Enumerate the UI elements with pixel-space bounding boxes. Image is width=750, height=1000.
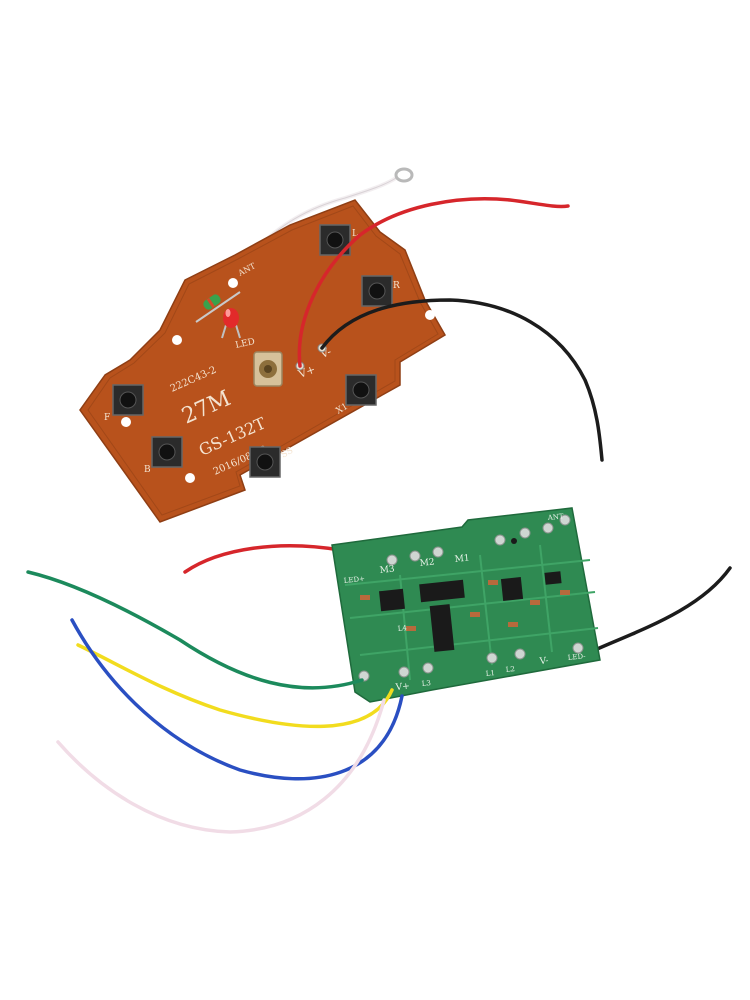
receiver-red-wire <box>183 544 342 574</box>
button-b[interactable] <box>151 436 183 468</box>
ic-chip <box>544 571 562 585</box>
receiver-m1-label: M1 <box>454 553 470 565</box>
receiver-l4-label: L4 <box>397 624 407 633</box>
button-x1[interactable] <box>345 374 377 406</box>
transmitter-red-wire <box>297 197 570 368</box>
mounting-hole <box>228 278 238 288</box>
button-l[interactable] <box>319 224 351 256</box>
receiver-led-minus-label: LED- <box>567 652 586 662</box>
ic-chip <box>429 604 455 652</box>
receiver-m3-label: M3 <box>379 564 395 576</box>
button-ss[interactable] <box>249 446 281 478</box>
receiver-ant-label: ANT <box>546 512 564 522</box>
receiver-green-wire <box>26 570 364 690</box>
receiver-m2-label: M2 <box>419 557 435 569</box>
receiver-vminus-label: V- <box>538 656 549 667</box>
receiver-black-wire <box>593 566 732 652</box>
receiver-vplus-label: V+ <box>394 682 410 694</box>
mounting-hole <box>425 310 435 320</box>
receiver-l3-label: L3 <box>421 679 431 688</box>
tuning-coil <box>253 351 283 387</box>
button-r[interactable] <box>361 275 393 307</box>
receiver-l2-label: L2 <box>505 665 515 674</box>
receiver-blue-wire <box>70 618 404 781</box>
button-f[interactable] <box>112 384 144 416</box>
button-l-label: L <box>352 229 358 239</box>
ring-terminal <box>394 167 414 183</box>
button-b-label: B <box>144 465 151 475</box>
ic-chip <box>419 579 465 603</box>
mounting-hole <box>185 473 195 483</box>
button-r-label: R <box>393 281 400 291</box>
transmitter-board: LED ANT 222C43-2 27M GS-132T 2016/08/08 … <box>79 167 604 523</box>
receiver-white-wire <box>56 698 386 834</box>
led-label: LED <box>235 337 256 351</box>
receiver-l1-label: L1 <box>485 669 495 678</box>
ic-chip <box>379 588 405 612</box>
receiver-board: M3 M2 M1 LED+ V+ L3 L1 L2 V- LED- L4 ANT <box>26 507 732 834</box>
mounting-hole <box>172 335 182 345</box>
ic-chip <box>500 577 524 601</box>
transmitter-black-wire <box>320 298 604 462</box>
receiver-led-plus-label: LED+ <box>343 575 365 585</box>
receiver-yellow-wire <box>76 643 394 729</box>
led-indicator <box>221 308 241 339</box>
mounting-hole <box>121 417 131 427</box>
inductor-component <box>195 291 241 323</box>
button-f-label: F <box>104 413 110 423</box>
